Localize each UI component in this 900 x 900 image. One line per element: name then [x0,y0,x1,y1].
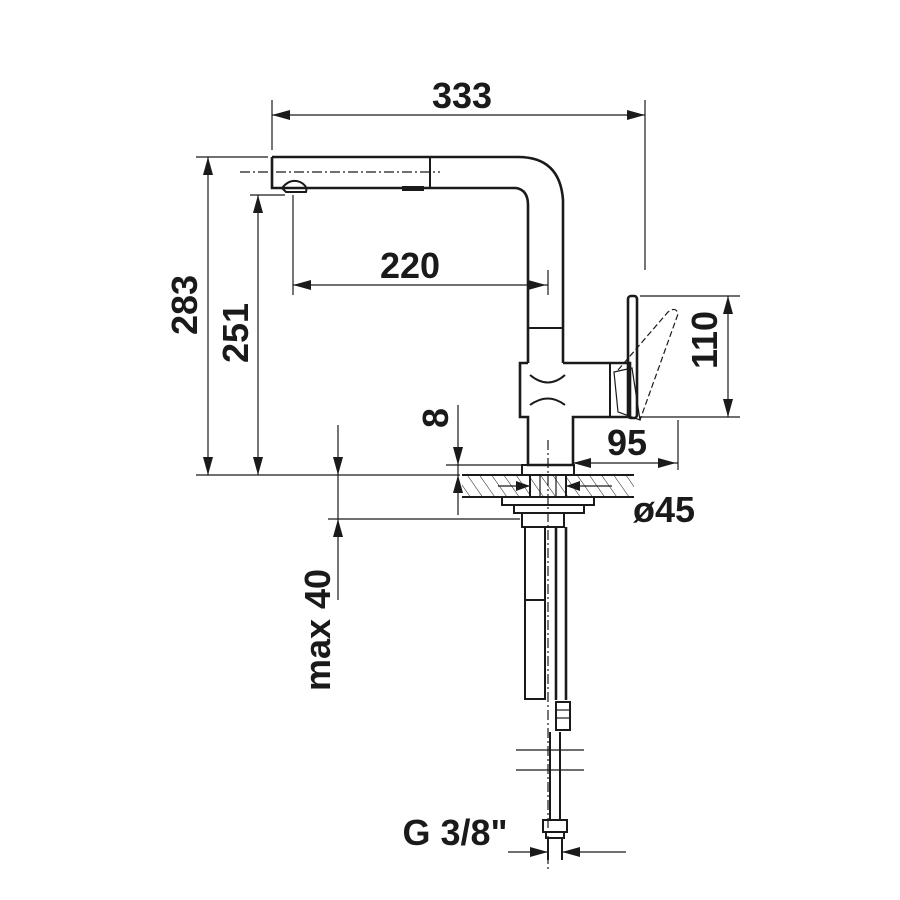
body-outline [518,361,632,467]
label-spout-height: 251 [215,303,256,363]
label-base-diameter: ø45 [633,489,695,530]
connection-fitting [542,819,568,833]
lever-swing-outline [617,308,679,421]
dim-overall-height [196,156,460,476]
dim-spout-reach [292,195,549,295]
lever-swing-base [613,367,641,421]
dim-connection [508,847,626,857]
spray-button [402,186,424,191]
label-handle-reach: 95 [607,422,647,463]
body-curve-top [529,374,566,384]
spout-inner-outline [270,157,530,363]
dim-base-height [446,405,522,515]
under-counter-fixing [501,496,595,860]
aerator [280,179,308,193]
label-overall-height: 283 [164,275,205,335]
label-overall-width: 333 [432,75,492,116]
lever-handle [626,294,639,420]
label-base-height: 8 [415,408,456,428]
hose-left [524,526,546,700]
dim-handle-height [640,295,740,418]
dim-max-thickness [328,425,520,600]
dim-spout-height [250,194,285,475]
body-curve-bottom [529,397,566,406]
label-spout-reach: 220 [380,245,440,286]
label-max-thickness: max 40 [297,569,338,691]
spout-outline [272,155,565,363]
label-handle-height: 110 [684,311,725,369]
label-connection: G 3/8" [402,812,507,853]
dim-overall-width [271,100,646,270]
dim-handle-reach [573,420,679,470]
